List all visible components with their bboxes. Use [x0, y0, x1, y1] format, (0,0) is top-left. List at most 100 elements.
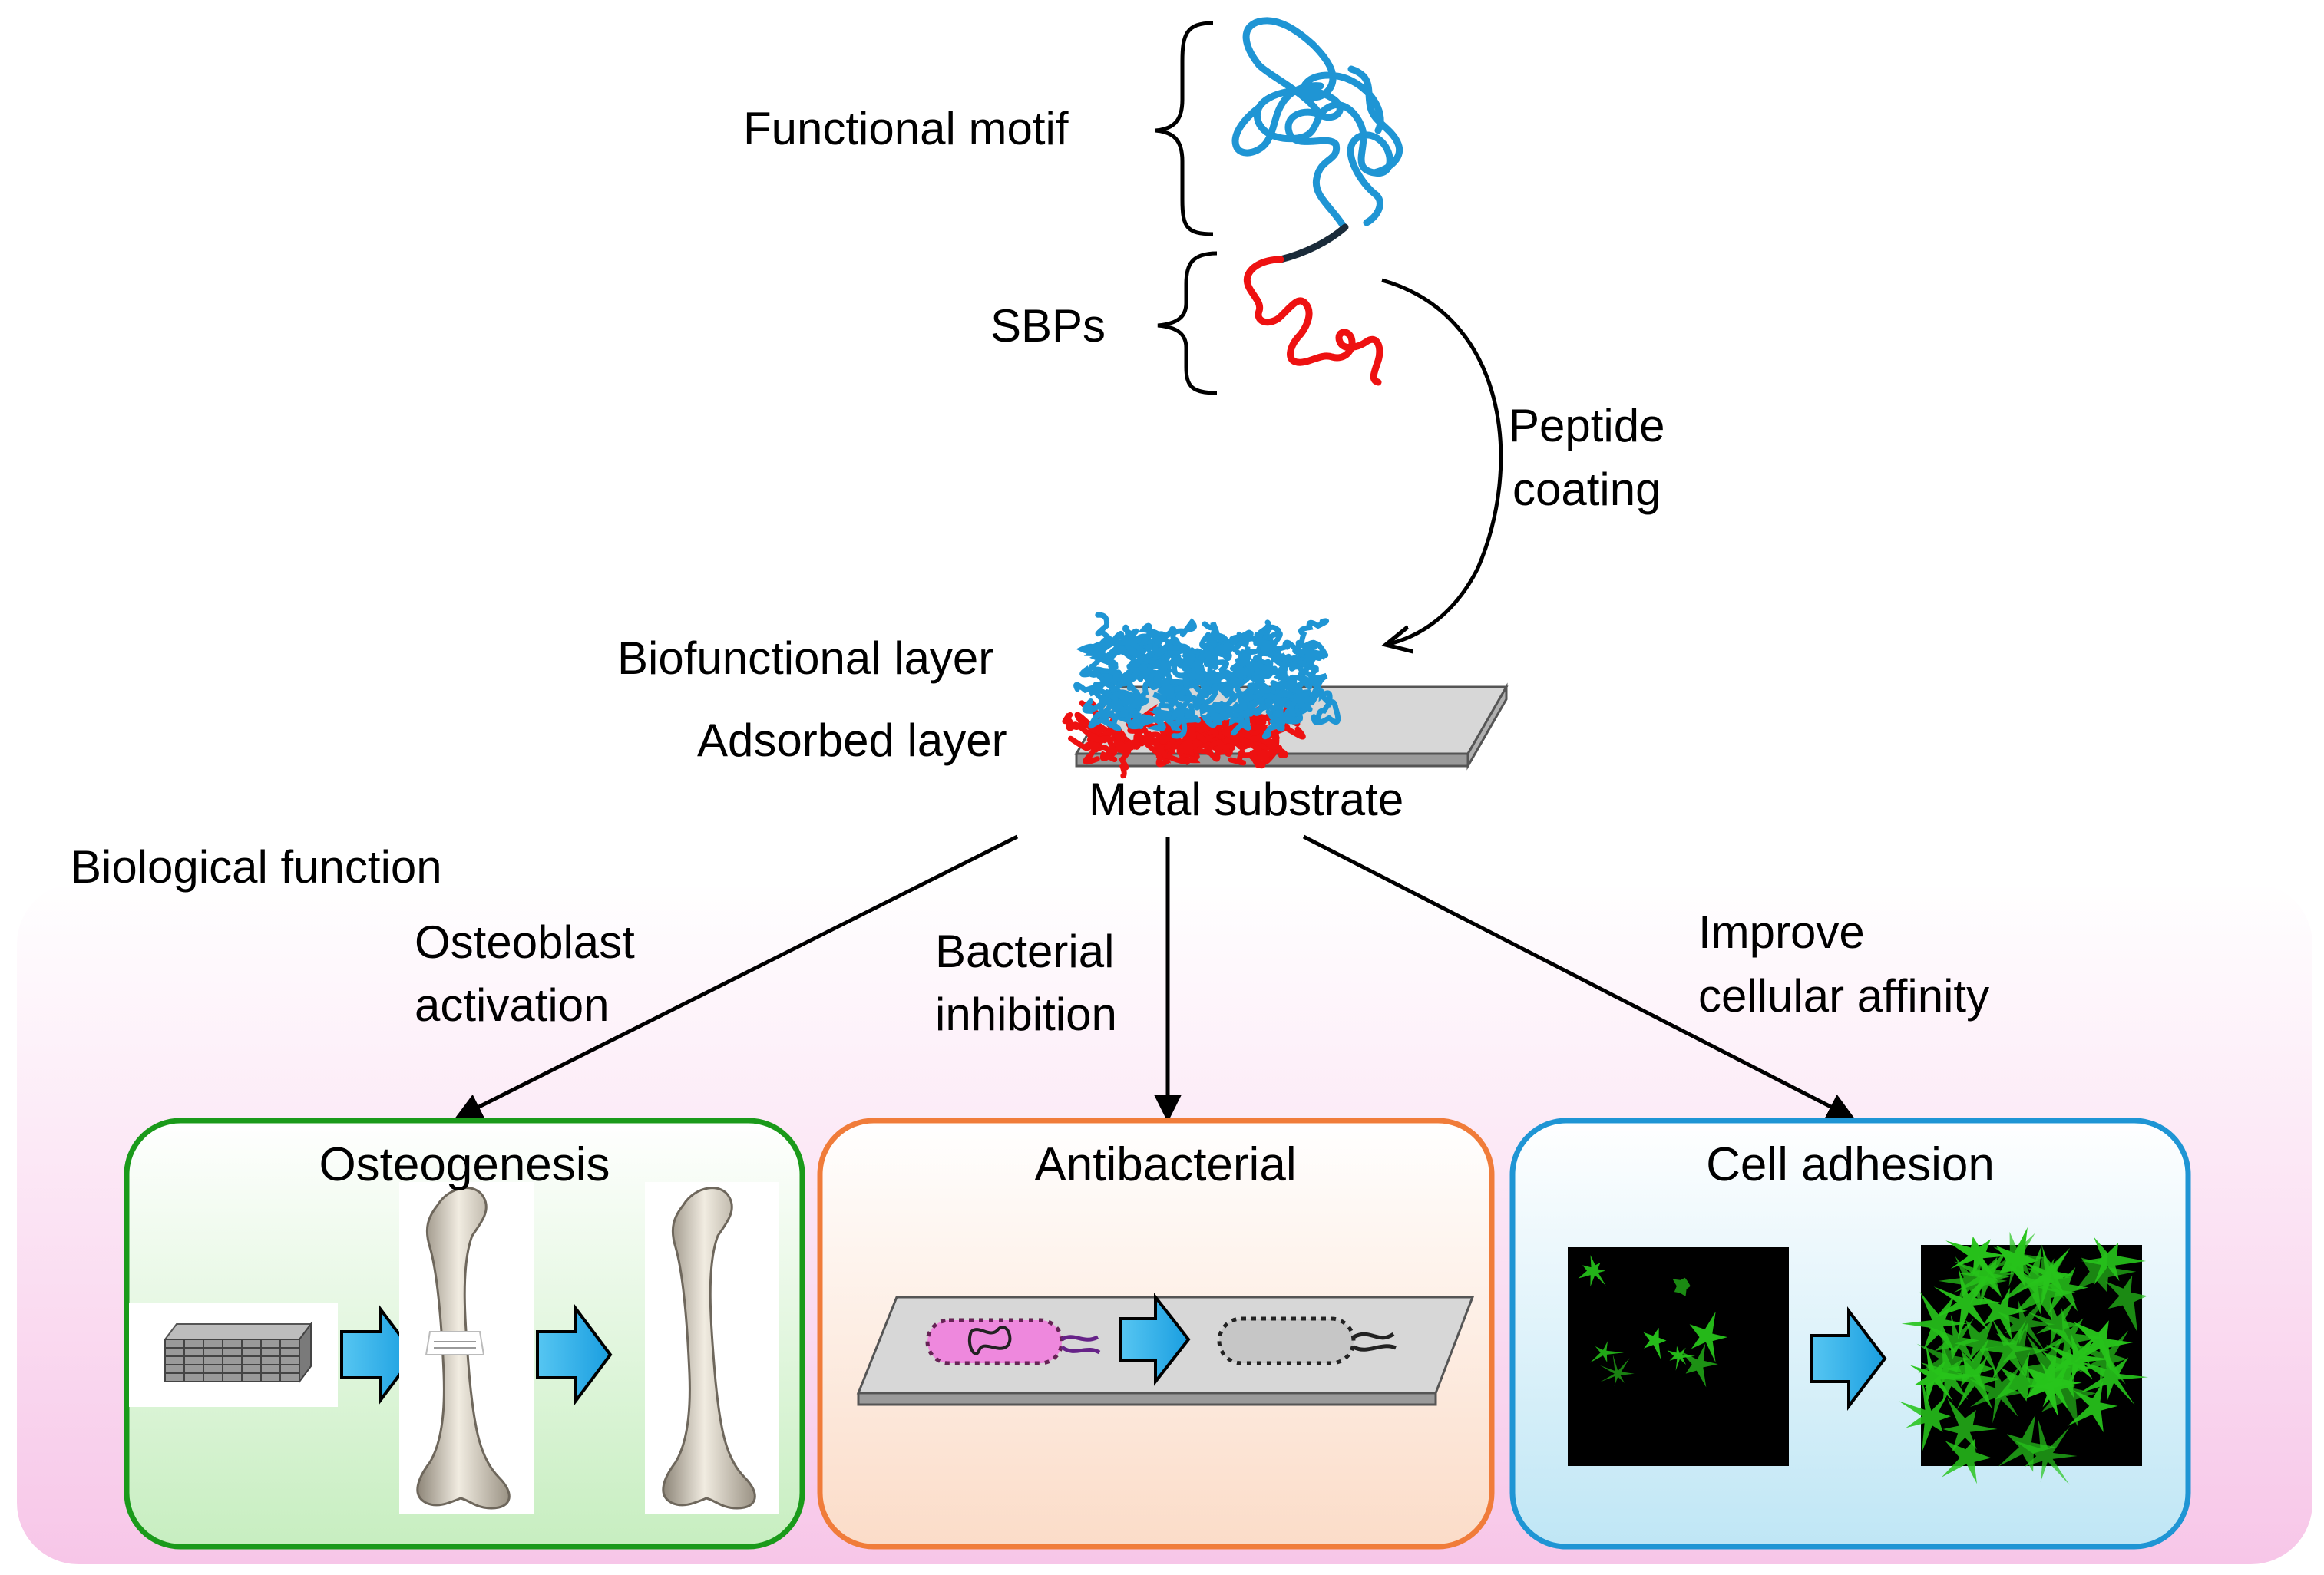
peptide-strand: [1120, 693, 1146, 729]
cell: [1976, 1318, 2035, 1380]
cell-adhesion-panel: Cell adhesion: [1509, 1118, 2191, 1550]
antibacterial-panel: Antibacterial: [817, 1118, 1495, 1550]
metal-substrate-side: [1466, 682, 1508, 771]
pathway-1-line2: activation: [415, 979, 609, 1031]
peptide-strand: [1293, 689, 1314, 705]
block-arrow-icon: [1119, 1293, 1191, 1386]
cell: [2012, 1249, 2071, 1312]
peptide-coating-label-line2: coating: [1512, 464, 1661, 515]
cell: [2071, 1330, 2129, 1385]
osteogenesis-panel: Osteogenesis: [124, 1118, 805, 1550]
antibacterial-title: Antibacterial: [1034, 1138, 1296, 1191]
functional-motif-group: Functional motif: [743, 17, 1403, 263]
peptide-strand: [1268, 710, 1303, 726]
peptide-strand: [1208, 739, 1245, 756]
biofunctional-layer-shape: [1073, 612, 1341, 740]
pathway-2-line1: Bacterial: [935, 926, 1114, 977]
cell: [2045, 1332, 2111, 1382]
peptide-strand: [1298, 618, 1330, 649]
peptide-strand: [1095, 612, 1119, 656]
adsorbed-layer-label: Adsorbed layer: [697, 715, 1007, 766]
peptide-strand: [1088, 652, 1119, 682]
fluorescent-cell-icon: [1578, 1255, 1728, 1388]
cell: [2105, 1275, 2148, 1332]
osteogenesis-title: Osteogenesis: [319, 1138, 610, 1191]
peptide-strand: [1062, 712, 1106, 736]
peptide-coil-icon: [1231, 17, 1403, 230]
peptide-coating-arrow: [1382, 278, 1503, 645]
cell: [1689, 1311, 1728, 1363]
cell: [2079, 1349, 2149, 1405]
cell: [1925, 1314, 1980, 1363]
cell: [1938, 1256, 2008, 1303]
peptide-strand: [1209, 659, 1245, 690]
scaffold-icon: [164, 1322, 312, 1384]
peptide-strand: [1109, 701, 1130, 725]
cell: [1909, 1345, 1969, 1405]
coated-substrate: [1062, 612, 1509, 779]
peptide-strand: [1228, 714, 1251, 736]
peptide-strand: [1179, 737, 1235, 764]
block-arrow-icon: [536, 1304, 613, 1405]
cell: [1899, 1379, 1952, 1453]
cell: [1578, 1255, 1606, 1287]
peptide-strand: [1154, 636, 1196, 666]
peptide-strand: [1218, 695, 1248, 713]
peptide-strand: [1083, 641, 1118, 664]
fluorescent-cell-icon: [1899, 1227, 2149, 1485]
cell: [2015, 1418, 2078, 1485]
cell: [1589, 1341, 1624, 1363]
peptide-strand: [1145, 742, 1172, 768]
arrow-to-cell-adhesion: [1302, 834, 1856, 1120]
cell: [1998, 1414, 2056, 1472]
peptide-strand: [1152, 692, 1184, 709]
peptide-strand: [1127, 709, 1167, 730]
bacterium-icon: [925, 1318, 1101, 1365]
peptide-coating-label-line1: Peptide: [1509, 400, 1665, 451]
peptide-strand: [1253, 619, 1276, 658]
peptide-strand: [1311, 699, 1341, 725]
cell: [1672, 1277, 1691, 1296]
peptide-strand: [1176, 738, 1205, 758]
peptide-strand: [1112, 691, 1135, 718]
peptide-strand: [1243, 674, 1271, 702]
peptide-strand: [1282, 639, 1318, 659]
cell: [1667, 1346, 1695, 1371]
cell: [1997, 1296, 2055, 1351]
cell: [2081, 1237, 2147, 1286]
pathway-3-line1: Improve: [1698, 906, 1865, 958]
peptide-strand: [1197, 715, 1219, 741]
cell: [1643, 1327, 1667, 1360]
cell: [1942, 1398, 1998, 1452]
sbps-group: SBPs: [990, 251, 1383, 395]
peptide-strand: [1251, 730, 1280, 751]
cell: [2071, 1320, 2134, 1373]
cell: [1945, 1236, 2009, 1283]
arrow-to-osteogenesis: [454, 834, 1019, 1120]
peptide-strand: [1230, 692, 1254, 727]
cell-adhesion-title: Cell adhesion: [1706, 1138, 1995, 1191]
cell: [1941, 1438, 1992, 1484]
peptide-strand: [1126, 650, 1155, 683]
peptide-strand: [1086, 731, 1116, 754]
sbp-coil-icon: [1243, 256, 1383, 386]
peptide-strand: [1245, 690, 1297, 708]
block-arrow-icon: [340, 1304, 417, 1405]
peptide-strand: [1171, 713, 1200, 731]
functional-motif-label: Functional motif: [743, 103, 1069, 154]
peptide-strand: [1251, 743, 1283, 764]
pathway-1-line1: Osteoblast: [415, 916, 635, 968]
peptide-strand: [1208, 642, 1241, 669]
peptide-strand: [1199, 702, 1228, 722]
peptide-strand: [1202, 621, 1241, 649]
peptide-strand: [1121, 628, 1147, 655]
cell: [1995, 1321, 2049, 1385]
peptide-strand: [1113, 733, 1136, 754]
cell: [2038, 1257, 2089, 1316]
sbps-label: SBPs: [990, 300, 1106, 352]
cell: [1953, 1250, 2010, 1306]
peptide-strand: [1305, 649, 1326, 673]
block-arrow-icon: [1810, 1306, 1887, 1411]
